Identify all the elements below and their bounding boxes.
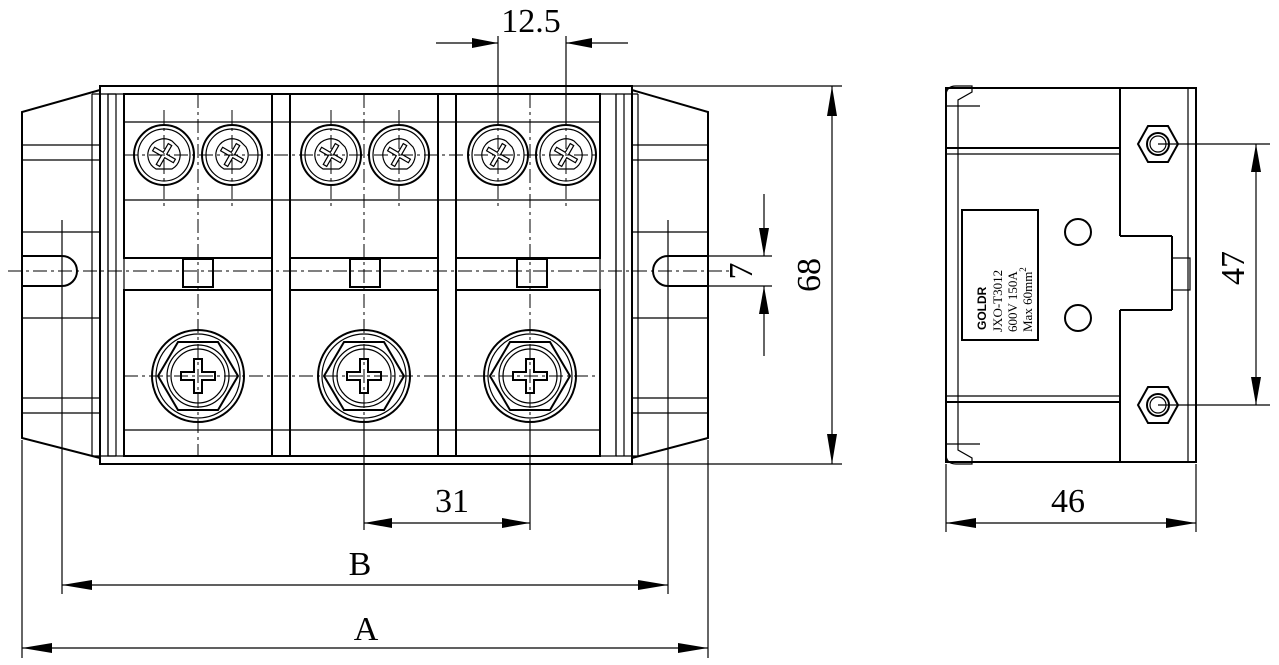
dimension-B: B xyxy=(61,220,669,594)
dim-label-47: 47 xyxy=(1215,251,1252,285)
label-rating: 600V 150A xyxy=(1005,271,1020,332)
brand-name: GOLDR xyxy=(975,286,989,330)
dim-label-68: 68 xyxy=(791,258,828,292)
barrier-wall-1 xyxy=(271,93,291,457)
dimension-12-5: 12.5 xyxy=(436,3,628,124)
dim-label-31: 31 xyxy=(435,483,469,520)
dim-label-7: 7 xyxy=(723,263,760,280)
dimension-A: A xyxy=(21,440,709,658)
dimension-46: 46 xyxy=(945,464,1197,532)
label-wire-size: Max 60mm xyxy=(1020,272,1035,332)
label-model: JXO-T3012 xyxy=(990,270,1005,332)
lower-compartment-3 xyxy=(455,289,601,457)
dimension-68: 68 xyxy=(632,85,842,465)
dim-label-A: A xyxy=(354,611,379,648)
dimension-47: 47 xyxy=(1158,143,1270,406)
dim-label-12-5: 12.5 xyxy=(501,3,561,40)
label-plate xyxy=(961,209,1039,341)
side-left-clip xyxy=(945,85,973,465)
label-wire-size-sup: 2 xyxy=(1018,267,1028,272)
dimension-31: 31 xyxy=(363,420,531,530)
svg-text:Max 60mm2: Max 60mm2 xyxy=(1018,267,1035,332)
marker-square-2 xyxy=(349,258,381,288)
marker-square-3 xyxy=(516,258,548,288)
dimension-7: 7 xyxy=(708,194,772,356)
barrier-wall-2 xyxy=(437,93,457,457)
side-view: GOLDR JXO-T3012 600V 150A Max 60mm2 xyxy=(945,85,1197,465)
side-hole-lower xyxy=(1064,304,1092,332)
front-body-outline xyxy=(99,85,633,465)
dim-label-B: B xyxy=(349,546,372,583)
front-view xyxy=(8,85,730,465)
side-body-outline xyxy=(945,87,1197,463)
side-hole-upper xyxy=(1064,218,1092,246)
right-mounting-wing xyxy=(631,89,709,459)
brand-logo: GOLDR xyxy=(975,286,989,330)
left-mounting-wing xyxy=(21,89,101,459)
dim-label-46: 46 xyxy=(1051,483,1085,520)
